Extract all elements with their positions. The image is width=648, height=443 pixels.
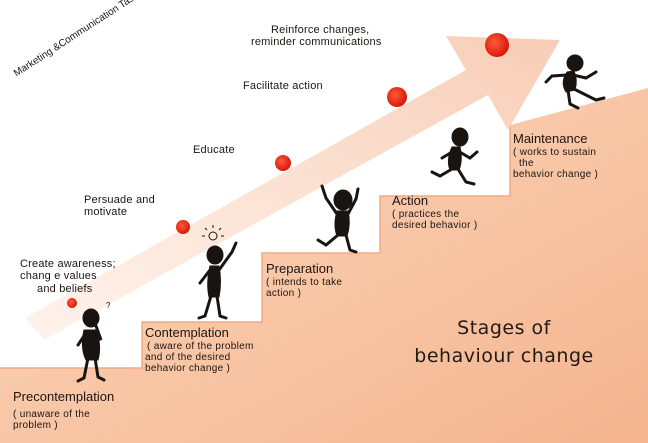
task-dot [275,155,291,171]
stage-title: Action [392,193,429,208]
stick-figure-idea [197,241,238,320]
stage-action: Action ( practices the desired behavior … [392,193,478,231]
task-dot [485,33,509,57]
task-persuade: Persuade and motivate [84,194,155,219]
task-awareness-line: Create awareness; [20,258,116,270]
task-reinforce-line: Reinforce changes, [271,24,370,36]
stairs [0,88,648,443]
task-facilitate: Facilitate action [243,80,323,92]
question-marks: ? [106,301,111,310]
stage-preparation: Preparation ( intends to take action ) [266,261,343,299]
task-dot [176,220,190,234]
stage-desc: ( unaware of the [13,408,91,420]
stage-desc: problem ) [13,419,58,431]
stage-title: Precontemplation [13,389,115,404]
task-reinforce: Reinforce changes, reminder communicatio… [251,24,382,49]
stage-maintenance: Maintenance ( works to sustain the behav… [513,131,599,180]
stage-title: Preparation [266,261,334,276]
task-dot [67,298,77,308]
lightbulb-icon [202,225,224,241]
task-awareness: Create awareness; chang e values and bel… [20,258,116,295]
stage-desc: the [519,157,534,169]
stage-desc: desired behavior ) [392,219,478,231]
stage-desc: behavior change ) [513,168,599,180]
stage-desc: ( intends to take [266,276,343,288]
task-awareness-line: chang e values [20,270,97,283]
stage-desc: ( practices the [392,208,460,220]
task-educate: Educate [193,144,235,156]
task-persuade-line: Persuade and [84,194,155,206]
stage-desc: action ) [266,287,302,299]
step-edges [0,125,511,369]
task-arrow [25,36,560,340]
stage-title: Contemplation [145,325,229,340]
stick-figure-running [430,127,479,186]
task-dot [387,87,407,107]
stick-figure-cheering [316,184,360,254]
stage-desc: behavior change ) [145,362,231,374]
stage-desc: ( works to sustain [513,146,597,158]
stage-desc: and of the desired [145,351,231,363]
main-title: Stages of behaviour change [378,315,630,370]
stage-contemplation: Contemplation ( aware of the problem and… [145,325,254,374]
main-title-line: Stages of [457,317,551,339]
stick-figure-leaping [544,54,606,110]
stage-title: Maintenance [513,131,588,146]
task-reinforce-line: reminder communications [251,36,382,49]
stage-precontemplation: Precontemplation ( unaware of the proble… [13,389,115,431]
task-persuade-line: motivate [84,206,128,219]
stage-desc: ( aware of the problem [147,340,254,352]
stick-figure-thinking [76,308,106,383]
task-awareness-line: and beliefs [37,282,93,295]
main-title-line: behaviour change [414,344,594,367]
